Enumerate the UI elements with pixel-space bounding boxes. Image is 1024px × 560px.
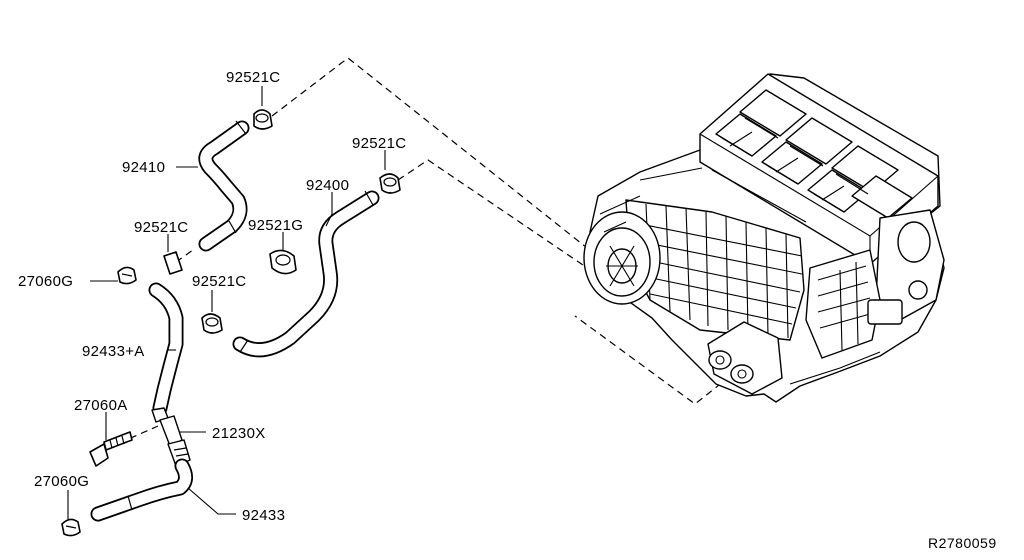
hose-92433 bbox=[90, 458, 193, 522]
label-92433a: 92433+A bbox=[82, 343, 145, 360]
blower-wheel bbox=[583, 211, 661, 305]
core-grid-panel bbox=[625, 199, 805, 341]
grommet-92521g bbox=[269, 249, 297, 275]
label-27060a: 27060A bbox=[74, 397, 128, 414]
label-92400: 92400 bbox=[306, 177, 349, 194]
hose-92400 bbox=[232, 190, 380, 358]
housing-details bbox=[805, 209, 945, 359]
label-92433: 92433 bbox=[242, 507, 285, 524]
label-92521c-left: 92521C bbox=[134, 219, 188, 236]
label-92521c-right: 92521C bbox=[352, 135, 406, 152]
hose-92410 bbox=[198, 120, 250, 252]
clamp-92521c-left bbox=[163, 251, 183, 275]
heater-core-pipes bbox=[707, 321, 783, 395]
clip-27060g-top bbox=[117, 266, 137, 285]
label-92521g: 92521G bbox=[248, 217, 303, 234]
clamp-92521c-top bbox=[253, 109, 273, 130]
label-92521c-top: 92521C bbox=[226, 69, 280, 86]
part-labels: 92521C 92410 92521C 92400 92521C 92521G … bbox=[18, 69, 406, 524]
label-27060g-top: 27060G bbox=[18, 273, 73, 290]
clamp-92521c-mid bbox=[201, 313, 223, 334]
label-21230x: 21230X bbox=[212, 425, 266, 442]
label-27060g-bottom: 27060G bbox=[34, 473, 89, 490]
label-92521c-mid: 92521C bbox=[192, 273, 246, 290]
hose-92433a bbox=[148, 282, 184, 416]
filter-grid-cells bbox=[715, 89, 913, 219]
bolt-27060a bbox=[89, 431, 133, 467]
clip-27060g-bottom bbox=[61, 518, 81, 537]
heater-unit-assembly bbox=[583, 73, 945, 403]
valve-21230x bbox=[151, 407, 191, 467]
reference-code: R2780059 bbox=[928, 535, 997, 551]
clamp-92521c-right bbox=[379, 173, 401, 194]
leader-lines bbox=[67, 86, 386, 520]
label-92410: 92410 bbox=[122, 159, 165, 176]
